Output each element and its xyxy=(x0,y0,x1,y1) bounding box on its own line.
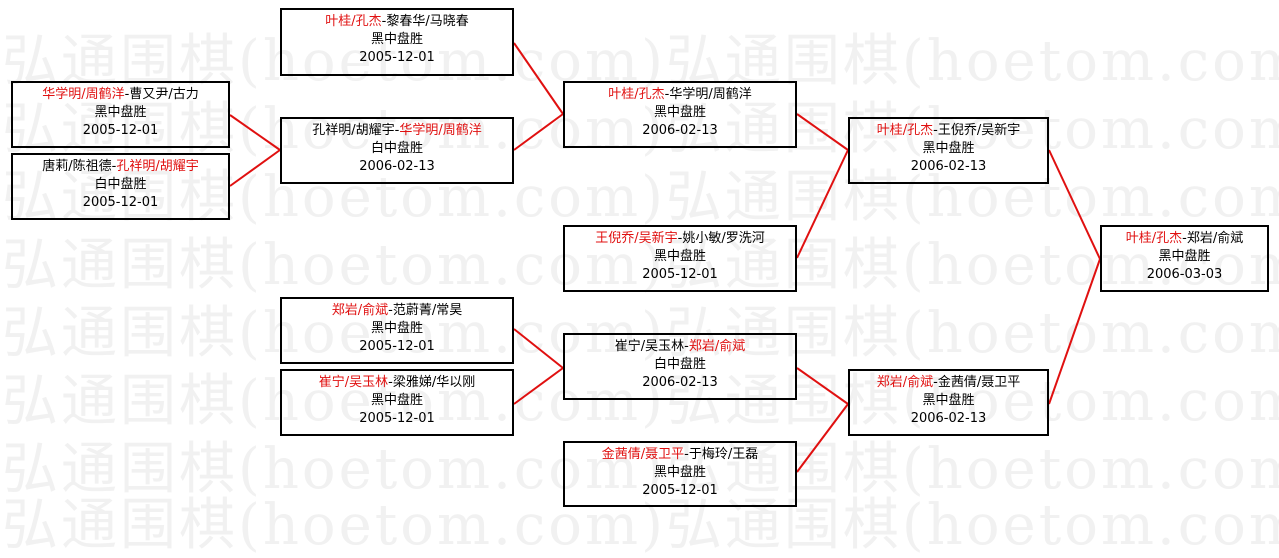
match-players: 郑岩/俞斌-金茜倩/聂卫平 xyxy=(876,375,1021,390)
match-date: 2005-12-01 xyxy=(359,339,435,354)
match-date: 2006-02-13 xyxy=(642,375,718,390)
match-date: 2005-12-01 xyxy=(642,267,718,282)
match-result: 黑中盘胜 xyxy=(653,465,706,480)
match-result: 黑中盘胜 xyxy=(922,141,975,156)
match-result: 黑中盘胜 xyxy=(370,321,423,336)
connector-line xyxy=(1048,258,1101,405)
match-date: 2006-02-13 xyxy=(359,159,435,174)
loser-pair: 曹又尹/古力 xyxy=(129,87,199,102)
loser-pair: 于梅玲/王磊 xyxy=(688,447,759,462)
match-players: 叶桂/孔杰-华学明/周鹤洋 xyxy=(608,87,752,102)
connector-line xyxy=(796,149,849,259)
winner-pair: 孔祥明/胡耀宇 xyxy=(116,159,199,174)
loser-pair: 华学明/周鹤洋 xyxy=(669,87,752,102)
loser-pair: 姚小敏/罗洗河 xyxy=(682,231,765,246)
match-box-r4-m1: 叶桂/孔杰-王倪乔/吴新宇 黑中盘胜 2006-02-13 xyxy=(848,117,1049,184)
match-box-r2-m1: 叶桂/孔杰-黎春华/马晓春 黑中盘胜 2005-12-01 xyxy=(280,8,514,76)
match-result: 黑中盘胜 xyxy=(370,32,423,47)
winner-pair: 华学明/周鹤洋 xyxy=(399,123,482,138)
bracket-connectors xyxy=(229,42,1101,473)
match-box-r3-m1: 叶桂/孔杰-华学明/周鹤洋 黑中盘胜 2006-02-13 xyxy=(563,81,797,148)
connector-line xyxy=(229,114,281,151)
connector-line xyxy=(513,42,564,115)
match-date: 2005-12-01 xyxy=(82,123,159,138)
loser-pair: 王倪乔/吴新宇 xyxy=(937,123,1021,138)
match-box-r2-m2: 孔祥明/胡耀宇-华学明/周鹤洋 白中盘胜 2006-02-13 xyxy=(280,117,514,184)
match-players: 叶桂/孔杰-郑岩/俞斌 xyxy=(1125,231,1244,246)
winner-pair: 叶桂/孔杰 xyxy=(1125,231,1183,246)
match-result: 白中盘胜 xyxy=(94,177,147,192)
match-date: 2005-12-01 xyxy=(359,411,435,426)
winner-pair: 金茜倩/聂卫平 xyxy=(601,447,685,462)
winner-pair: 叶桂/孔杰 xyxy=(325,14,382,29)
match-date: 2006-03-03 xyxy=(1146,267,1223,282)
winner-pair: 崔宁/吴玉林 xyxy=(318,375,389,390)
connector-line xyxy=(513,367,564,405)
match-result: 黑中盘胜 xyxy=(94,105,147,120)
match-date: 2006-02-13 xyxy=(642,123,718,138)
winner-pair: 叶桂/孔杰 xyxy=(608,87,665,102)
loser-pair: 孔祥明/胡耀宇 xyxy=(312,123,395,138)
connector-line xyxy=(513,113,564,151)
match-box-r3-m4: 金茜倩/聂卫平-于梅玲/王磊 黑中盘胜 2005-12-01 xyxy=(563,441,797,507)
connector-line xyxy=(229,149,281,187)
match-players: 崔宁/吴玉林-郑岩/俞斌 xyxy=(614,339,746,354)
match-players: 郑岩/俞斌-范蔚菁/常昊 xyxy=(331,303,463,318)
match-date: 2005-12-01 xyxy=(642,483,718,498)
match-box-r3-m3: 崔宁/吴玉林-郑岩/俞斌 白中盘胜 2006-02-13 xyxy=(563,333,797,400)
match-players: 唐莉/陈祖德-孔祥明/胡耀宇 xyxy=(42,159,199,174)
match-box-r1-m2: 唐莉/陈祖德-孔祥明/胡耀宇 白中盘胜 2005-12-01 xyxy=(11,153,230,220)
match-players: 金茜倩/聂卫平-于梅玲/王磊 xyxy=(601,447,759,462)
match-result: 黑中盘胜 xyxy=(653,249,706,264)
match-date: 2006-02-13 xyxy=(910,159,987,174)
match-players: 叶桂/孔杰-黎春华/马晓春 xyxy=(325,14,469,29)
loser-pair: 梁雅娣/华以刚 xyxy=(392,375,476,390)
connector-line xyxy=(796,367,849,405)
loser-pair: 唐莉/陈祖德 xyxy=(42,159,112,174)
loser-pair: 郑岩/俞斌 xyxy=(1186,231,1244,246)
match-players: 叶桂/孔杰-王倪乔/吴新宇 xyxy=(876,123,1021,138)
connector-line xyxy=(513,328,564,369)
match-players: 孔祥明/胡耀宇-华学明/周鹤洋 xyxy=(312,123,482,138)
winner-pair: 华学明/周鹤洋 xyxy=(42,87,125,102)
match-box-r2-m4: 崔宁/吴玉林-梁雅娣/华以刚 黑中盘胜 2005-12-01 xyxy=(280,369,514,436)
match-players: 王倪乔/吴新宇-姚小敏/罗洗河 xyxy=(595,231,765,246)
match-result: 黑中盘胜 xyxy=(1158,249,1211,264)
match-result: 黑中盘胜 xyxy=(653,105,706,120)
match-players: 崔宁/吴玉林-梁雅娣/华以刚 xyxy=(318,375,476,390)
match-players: 华学明/周鹤洋-曹又尹/古力 xyxy=(42,87,199,102)
match-result: 白中盘胜 xyxy=(653,357,706,372)
loser-pair: 崔宁/吴玉林 xyxy=(614,339,685,354)
winner-pair: 王倪乔/吴新宇 xyxy=(595,231,678,246)
match-result: 白中盘胜 xyxy=(370,141,423,156)
match-box-r2-m3: 郑岩/俞斌-范蔚菁/常昊 黑中盘胜 2005-12-01 xyxy=(280,297,514,364)
connector-line xyxy=(1048,149,1101,260)
match-box-r1-m1: 华学明/周鹤洋-曹又尹/古力 黑中盘胜 2005-12-01 xyxy=(11,81,230,148)
winner-pair: 叶桂/孔杰 xyxy=(876,123,934,138)
winner-pair: 郑岩/俞斌 xyxy=(331,303,389,318)
loser-pair: 范蔚菁/常昊 xyxy=(392,303,463,318)
match-box-r3-m2: 王倪乔/吴新宇-姚小敏/罗洗河 黑中盘胜 2005-12-01 xyxy=(563,225,797,292)
winner-pair: 郑岩/俞斌 xyxy=(688,339,746,354)
match-date: 2005-12-01 xyxy=(82,195,159,210)
match-box-r4-m2: 郑岩/俞斌-金茜倩/聂卫平 黑中盘胜 2006-02-13 xyxy=(848,369,1049,436)
match-result: 黑中盘胜 xyxy=(922,393,975,408)
match-box-final: 叶桂/孔杰-郑岩/俞斌 黑中盘胜 2006-03-03 xyxy=(1100,225,1269,292)
match-result: 黑中盘胜 xyxy=(370,393,423,408)
match-date: 2005-12-01 xyxy=(359,50,435,65)
loser-pair: 黎春华/马晓春 xyxy=(386,14,469,29)
connector-line xyxy=(796,403,849,473)
match-date: 2006-02-13 xyxy=(910,411,987,426)
winner-pair: 郑岩/俞斌 xyxy=(876,375,934,390)
loser-pair: 金茜倩/聂卫平 xyxy=(937,375,1021,390)
connector-line xyxy=(796,113,849,151)
